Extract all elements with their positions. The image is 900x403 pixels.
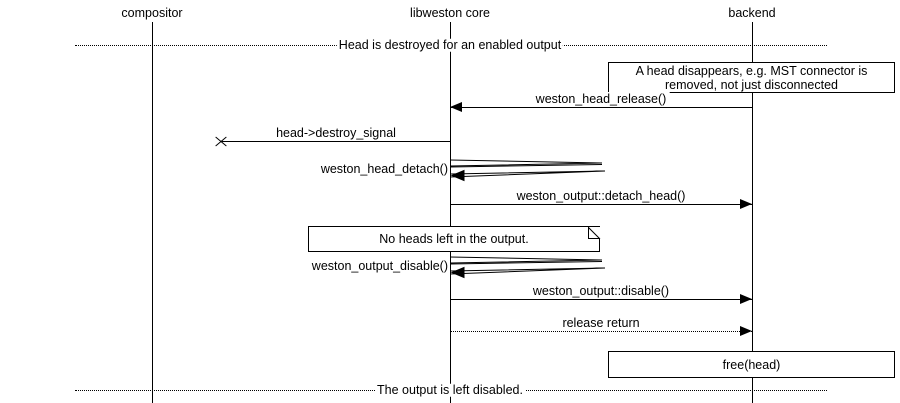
message-line-weston-output-disable-backend — [450, 299, 752, 300]
note-free-head-text: free(head) — [722, 357, 781, 372]
lifeline-line-libweston-core — [450, 22, 451, 403]
message-line-head-destroy-signal — [222, 141, 450, 142]
message-label-release-return: release return — [559, 316, 643, 330]
lifeline-label-libweston-core: libweston core — [410, 6, 490, 20]
message-label-weston-output-disable-backend: weston_output::disable() — [529, 284, 673, 298]
message-line-weston-head-release — [450, 107, 752, 108]
separator-bottom-label: The output is left disabled. — [375, 382, 525, 397]
note-no-heads-left: No heads left in the output. — [308, 226, 600, 252]
message-label-head-destroy-signal: head->destroy_signal — [273, 126, 399, 140]
lifeline-label-compositor: compositor — [121, 6, 183, 20]
note-head-disappears: A head disappears, e.g. MST connector is… — [608, 62, 895, 93]
message-label-weston-head-detach: weston_head_detach() — [317, 162, 449, 176]
lifeline-line-backend — [752, 22, 753, 403]
message-label-weston-head-release: weston_head_release() — [532, 92, 670, 106]
arrowhead-weston-output-disable-backend — [740, 294, 752, 304]
destroy-x-marker — [214, 135, 227, 148]
lifeline-label-backend: backend — [728, 6, 776, 20]
message-line-weston-output-detach-head — [450, 204, 752, 205]
note-head-disappears-line1: A head disappears, e.g. MST connector is — [635, 63, 868, 78]
note-head-disappears-line2: removed, not just disconnected — [664, 77, 839, 92]
separator-top-label: Head is destroyed for an enabled output — [336, 37, 564, 52]
arrowhead-release-return — [740, 326, 752, 336]
selfcall-weston-head-detach — [450, 158, 620, 186]
message-line-release-return — [450, 331, 752, 332]
lifeline-line-compositor — [152, 22, 153, 403]
message-label-weston-output-disable: weston_output_disable() — [308, 259, 449, 273]
note-no-heads-left-text: No heads left in the output. — [379, 232, 529, 246]
note-dogear-icon — [588, 227, 601, 240]
message-label-weston-output-detach-head: weston_output::detach_head() — [513, 189, 689, 203]
note-free-head: free(head) — [608, 351, 895, 378]
arrowhead-weston-output-detach-head — [740, 199, 752, 209]
selfcall-weston-output-disable — [450, 255, 620, 283]
arrowhead-weston-head-release — [450, 102, 462, 112]
